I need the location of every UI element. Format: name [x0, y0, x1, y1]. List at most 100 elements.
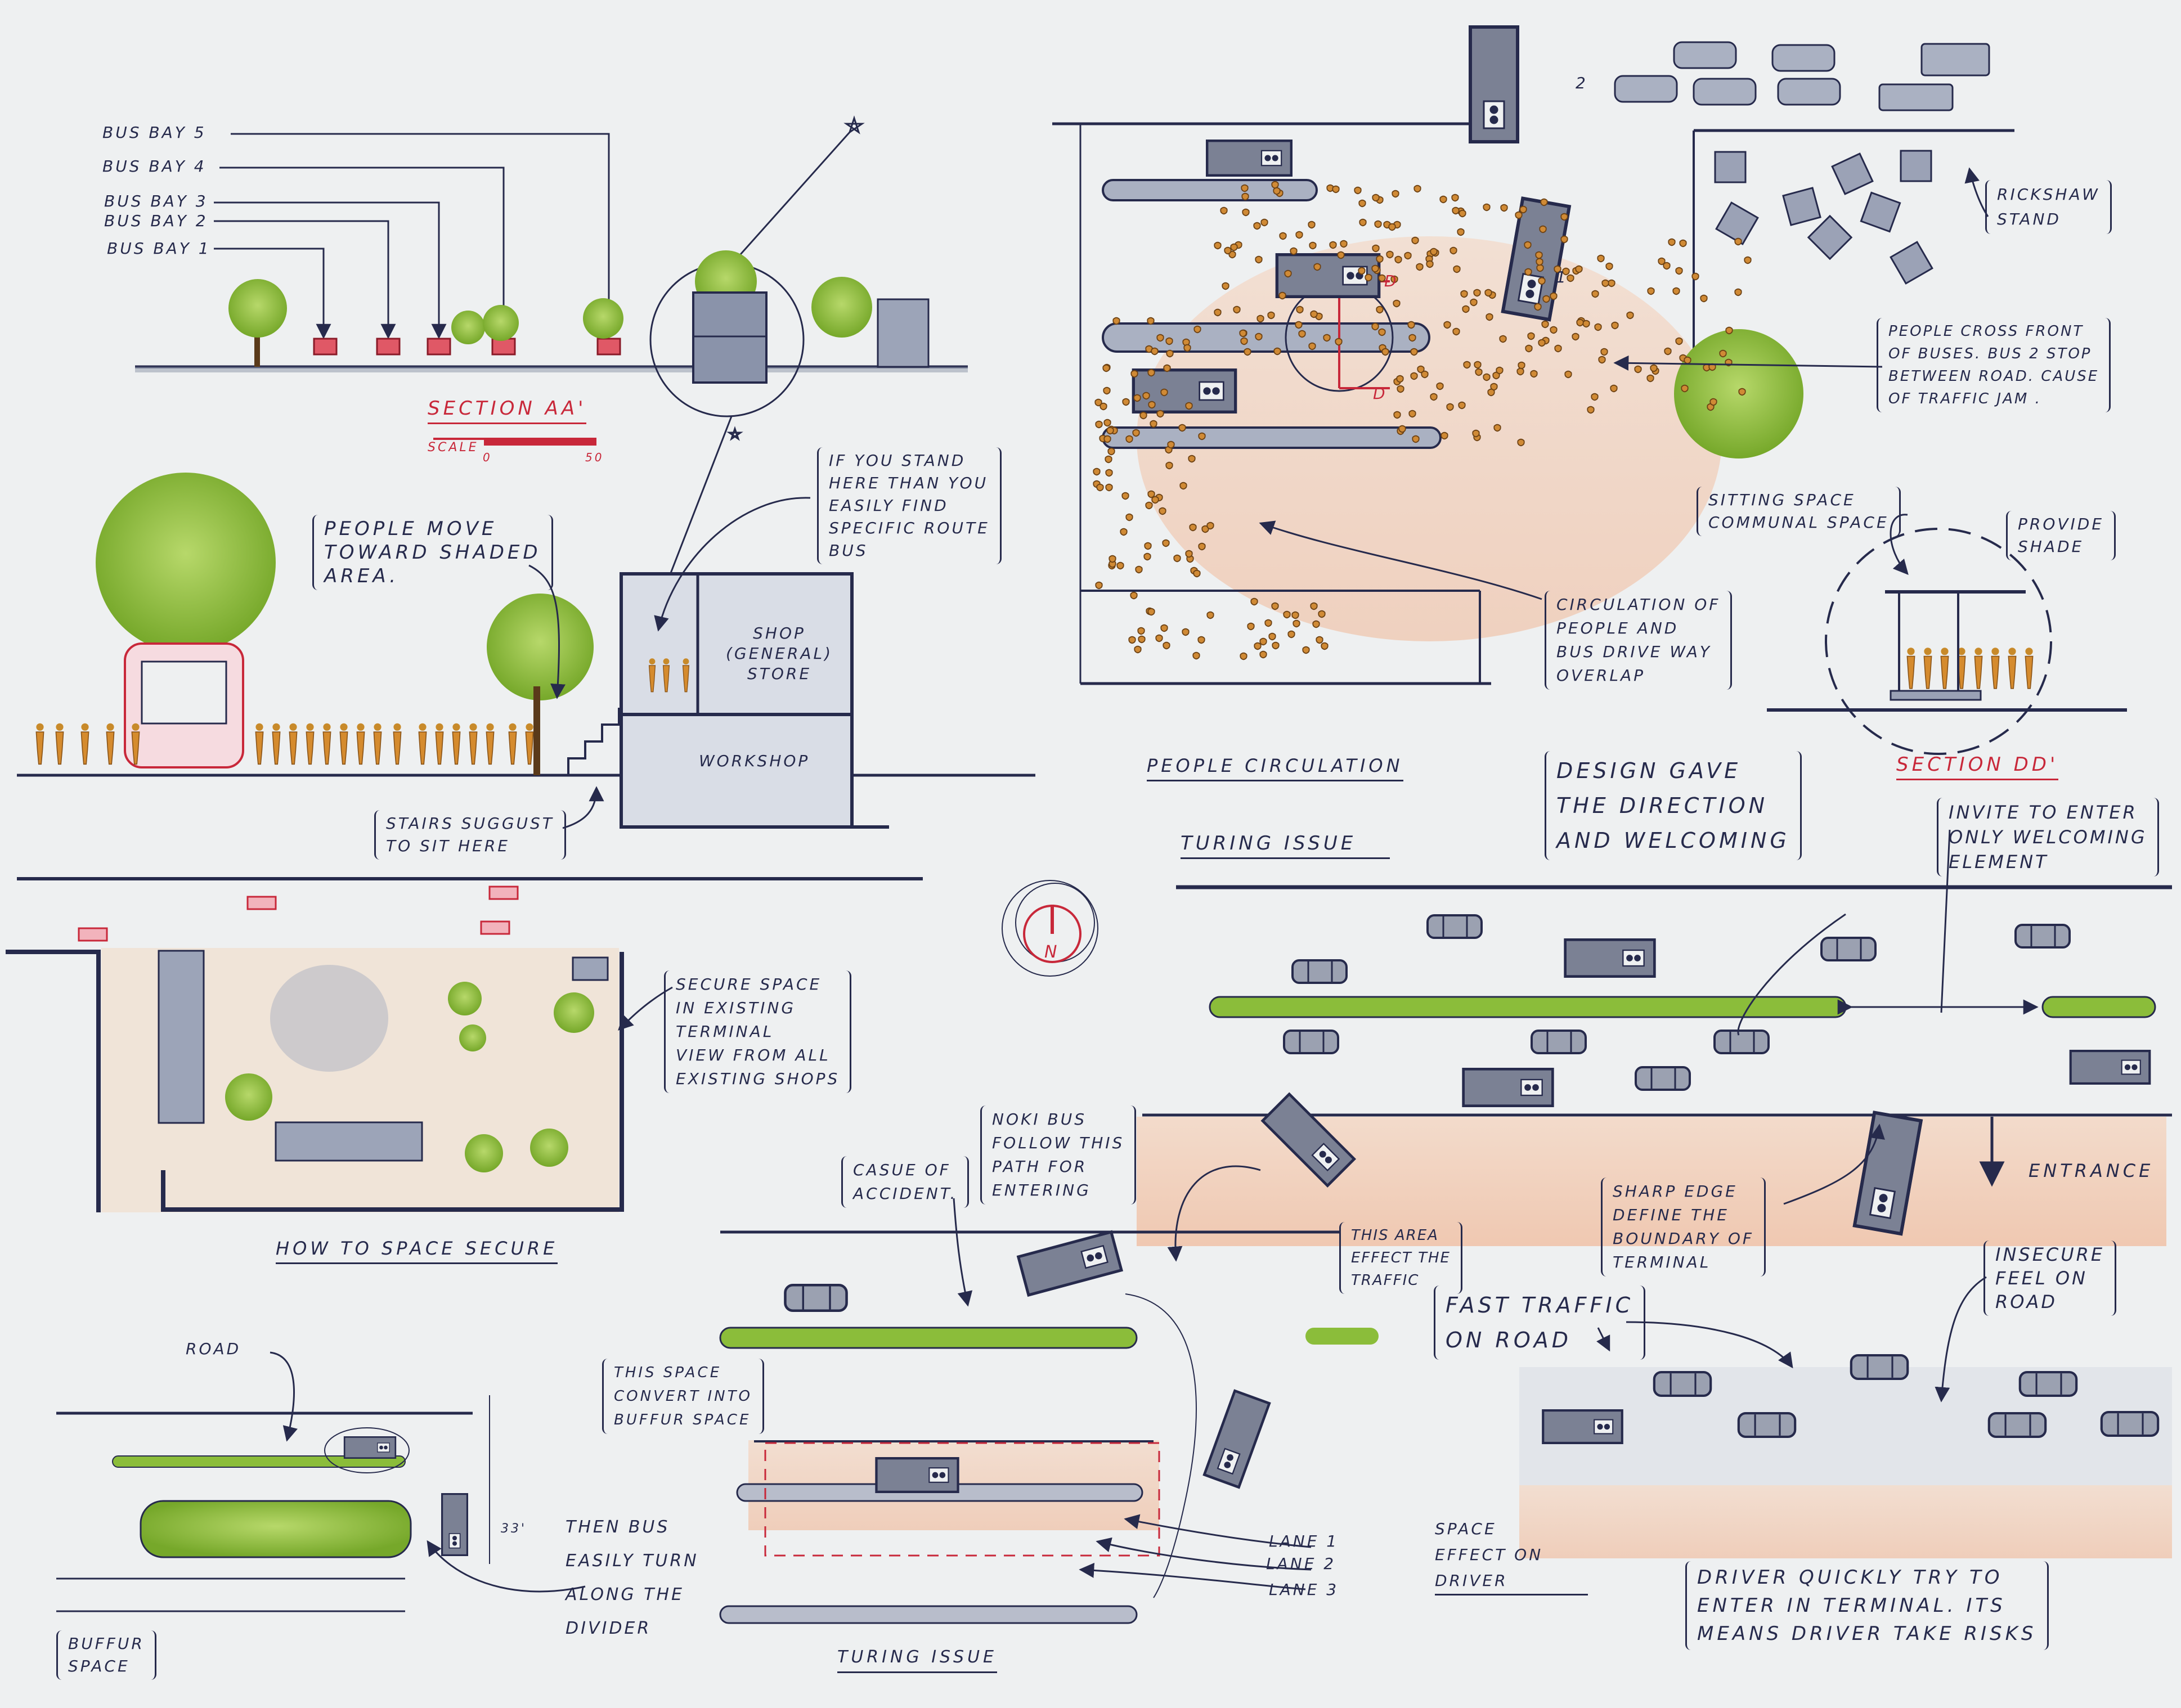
secure-space-title: HOW TO SPACE SECURE	[276, 1237, 558, 1264]
crowd-dot	[1166, 349, 1174, 358]
crowd-dot	[1335, 338, 1343, 346]
crowd-dot	[1646, 374, 1654, 383]
crowd-dot	[1273, 187, 1281, 195]
crowd-dot	[1430, 393, 1438, 401]
north-label: N	[1044, 942, 1057, 962]
scale-label: SCALE	[428, 441, 479, 455]
crowd-dot	[1567, 274, 1574, 282]
crowd-dot	[1679, 239, 1687, 248]
crowd-dot	[1564, 370, 1572, 379]
crowd-dot	[1358, 199, 1366, 208]
crowd-dot	[1244, 348, 1251, 356]
rickshaw-note: RICKSHAW STAND	[1985, 180, 2112, 234]
shade-section-drawing	[17, 473, 1035, 829]
crowd-dot	[1550, 326, 1558, 334]
crowd-dot	[1132, 429, 1140, 437]
crowd-dot	[1650, 364, 1658, 372]
crowd-dot	[1582, 320, 1590, 328]
crowd-dot	[1462, 305, 1470, 313]
people-circulation-title: PEOPLE CIRCULATION	[1147, 754, 1403, 781]
crowd-dot	[1332, 185, 1340, 194]
crowd-dot	[1575, 265, 1583, 273]
crowd-dot	[1151, 347, 1159, 356]
crowd-dot	[1192, 651, 1200, 660]
crowd-dot	[1147, 317, 1155, 325]
crowd-dot	[1105, 483, 1113, 492]
crowd-dot	[1165, 461, 1173, 470]
crowd-dot	[1178, 424, 1186, 432]
noki-bus-note: NOKI BUS FOLLOW THIS PATH FOR ENTERING	[980, 1105, 1137, 1204]
crowd-dot	[1515, 211, 1523, 219]
crowd-dot	[1524, 268, 1532, 276]
dimension-label: 33'	[501, 1522, 527, 1536]
crowd-dot	[1516, 367, 1524, 376]
crowd-dot	[1279, 232, 1287, 240]
crowd-dot	[1371, 322, 1379, 331]
crowd-dot	[1240, 337, 1248, 345]
crowd-dot	[1283, 610, 1291, 619]
road-label: ROAD	[186, 1340, 241, 1358]
crowd-dot	[1365, 273, 1372, 282]
crowd-dot	[1143, 552, 1151, 561]
crowd-dot	[1121, 492, 1129, 500]
crowd-dot	[1597, 254, 1605, 263]
crowd-dot	[1130, 370, 1138, 378]
crowd-dot	[1359, 218, 1367, 227]
crowd-dot	[1459, 209, 1466, 218]
stop-marker-d-top: D	[1384, 272, 1399, 290]
crowd-dot	[1198, 432, 1206, 441]
crowd-dot	[1408, 334, 1416, 342]
provide-shade-note: PROVIDE SHADE	[2006, 511, 2116, 560]
crowd-dot	[1536, 264, 1544, 272]
crowd-dot	[1393, 299, 1401, 308]
turing-issue-top	[1137, 885, 2172, 1246]
crowd-dot	[1668, 238, 1676, 246]
crowd-dot	[1576, 318, 1584, 327]
crowd-dot	[1572, 332, 1579, 341]
crowd-dot	[1224, 246, 1232, 255]
crowd-dot	[1594, 323, 1602, 331]
crowd-dot	[1421, 370, 1429, 379]
crowd-dot	[1700, 294, 1708, 303]
crowd-dot	[1664, 347, 1672, 356]
crowd-dot	[1449, 246, 1457, 255]
crowd-dot	[1536, 258, 1543, 266]
crowd-dot	[1103, 386, 1111, 395]
crowd-dot	[1133, 394, 1141, 402]
crowd-dot	[1446, 403, 1454, 411]
crowd-dot	[1540, 198, 1548, 206]
crowd-dot	[1725, 326, 1733, 335]
design-note: DESIGN GAVE THE DIRECTION AND WELCOMING	[1545, 751, 1802, 860]
crowd-dot	[1407, 321, 1415, 329]
crowd-dot	[1287, 630, 1295, 639]
crowd-dot	[1499, 335, 1507, 343]
crowd-dot	[1160, 388, 1168, 397]
crowd-dot	[1214, 241, 1222, 250]
crowd-dot	[1156, 334, 1164, 342]
crowd-dot	[1135, 565, 1143, 574]
turing-issue-bottom-title: TURING ISSUE	[837, 1646, 997, 1673]
sharp-edge-note: SHARP EDGE DEFINE THE BOUNDARY OF TERMIN…	[1601, 1177, 1766, 1276]
lane-1-label: LANE 1	[1269, 1532, 1339, 1550]
crowd-dot	[1167, 441, 1175, 449]
crowd-dot	[1160, 624, 1168, 632]
crowd-dot	[1542, 295, 1550, 303]
crowd-dot	[1095, 581, 1103, 590]
crowd-dot	[1185, 550, 1193, 558]
crowd-dot	[1103, 419, 1111, 427]
crowd-dot	[1412, 435, 1420, 443]
crowd-dot	[1392, 190, 1399, 198]
crowd-dot	[1719, 349, 1727, 358]
crowd-dot	[1239, 329, 1247, 338]
crowd-dot	[1397, 385, 1404, 393]
crowd-dot	[1463, 361, 1471, 369]
crowd-dot	[1535, 251, 1543, 259]
crowd-dot	[1284, 269, 1292, 278]
crowd-dot	[1337, 251, 1345, 259]
crowd-dot	[1254, 642, 1262, 650]
north-arrow	[1002, 880, 1098, 977]
crowd-dot	[1290, 247, 1298, 255]
crowd-dot	[1150, 420, 1157, 428]
space-effect-note: SPACE EFFECT ON DRIVER	[1435, 1516, 1588, 1595]
crowd-dot	[1538, 339, 1546, 347]
